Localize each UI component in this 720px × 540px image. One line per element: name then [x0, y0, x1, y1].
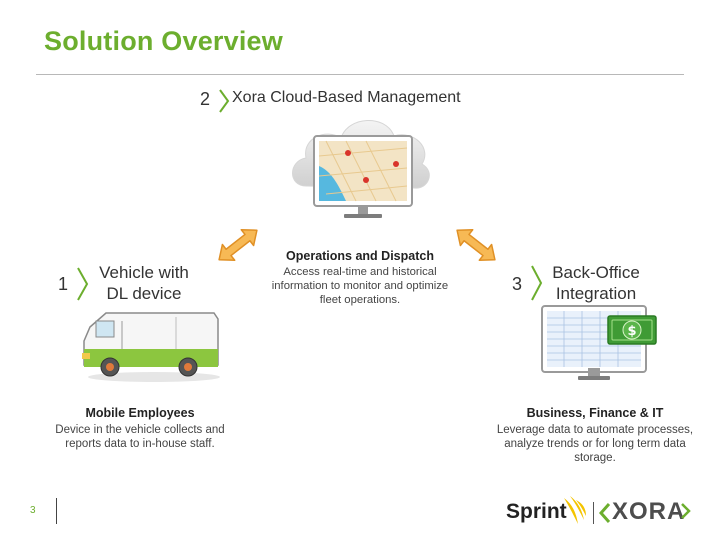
- right-double-arrow-icon: [456, 228, 496, 262]
- sprint-logo: Sprint: [506, 500, 567, 523]
- logo-divider: [593, 502, 594, 524]
- step-number-3: 3: [511, 274, 522, 294]
- business-description: Leverage data to automate processes, ana…: [496, 424, 694, 464]
- mobile-employees-heading: Mobile Employees: [85, 406, 195, 420]
- title-divider: [36, 74, 684, 75]
- page-title: Solution Overview: [44, 26, 283, 56]
- divider-icon: [219, 89, 230, 113]
- vehicle-title-line2: DL device: [106, 284, 182, 303]
- footer-divider: [56, 498, 57, 524]
- xora-logo: XORA: [612, 498, 686, 525]
- page-number: 3: [30, 505, 36, 516]
- step-number-2: 2: [199, 89, 210, 109]
- vehicle-title-line1: Vehicle with: [99, 263, 189, 282]
- back-office-title: Back-Office Integration: [534, 262, 658, 304]
- van-icon: [82, 312, 220, 382]
- xora-mark-icon: [681, 503, 691, 519]
- mobile-employees-description: Device in the vehicle collects and repor…: [55, 424, 225, 450]
- cloud-management-title: Xora Cloud-Based Management: [232, 89, 461, 106]
- divider-icon: [77, 267, 89, 301]
- svg-text:$: $: [627, 324, 636, 339]
- operations-description: Access real-time and historical informat…: [271, 266, 449, 306]
- divider-icon: [531, 265, 543, 301]
- vehicle-title: Vehicle with DL device: [84, 262, 204, 304]
- xora-chevron-icon: [598, 503, 611, 523]
- step-number-1: 1: [57, 274, 68, 294]
- spreadsheet-monitor-icon: $: [541, 305, 657, 380]
- sprint-wings-icon: [564, 496, 586, 524]
- back-office-title-line2: Integration: [555, 284, 637, 303]
- back-office-title-line1: Back-Office: [552, 263, 640, 282]
- operations-heading: Operations and Dispatch: [286, 249, 434, 263]
- cloud-monitor-icon: [292, 120, 430, 218]
- business-heading: Business, Finance & IT: [526, 406, 664, 420]
- left-double-arrow-icon: [218, 228, 258, 262]
